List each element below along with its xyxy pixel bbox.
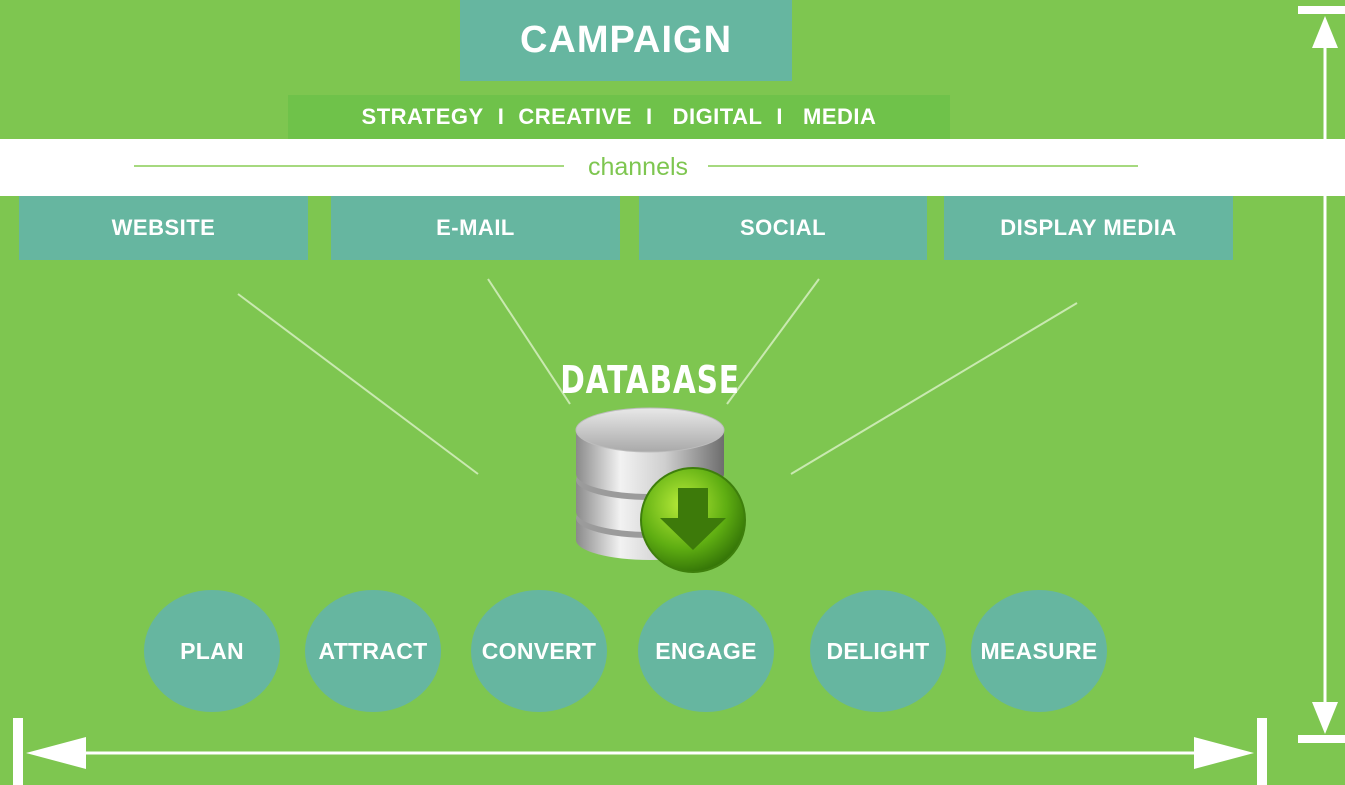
stage-delight: DELIGHT bbox=[810, 590, 946, 712]
channel-display-media: DISPLAY MEDIA bbox=[944, 196, 1233, 260]
horizontal-arrow bbox=[13, 718, 1267, 785]
service-media: MEDIA bbox=[803, 104, 877, 129]
channel-social: SOCIAL bbox=[639, 196, 927, 260]
database-download-icon bbox=[575, 407, 746, 573]
channel-website: WEBSITE bbox=[19, 196, 308, 260]
channel-email: E-MAIL bbox=[331, 196, 620, 260]
service-separator: I bbox=[645, 104, 653, 129]
stage-attract: ATTRACT bbox=[305, 590, 441, 712]
service-digital: DIGITAL bbox=[672, 104, 763, 129]
channels-rule-left bbox=[134, 165, 564, 167]
service-separator: I bbox=[497, 104, 505, 129]
stage-measure: MEASURE bbox=[971, 590, 1107, 712]
database-label: DATABASE bbox=[560, 358, 740, 402]
stage-engage: ENGAGE bbox=[638, 590, 774, 712]
vertical-arrow bbox=[1298, 6, 1345, 743]
service-separator: I bbox=[776, 104, 784, 129]
services-bar: STRATEGY I CREATIVE I DIGITAL I MEDIA bbox=[288, 95, 950, 139]
channels-label: channels bbox=[587, 152, 689, 181]
channels-rule-right bbox=[708, 165, 1138, 167]
service-strategy: STRATEGY bbox=[361, 104, 484, 129]
channels-band: channels bbox=[0, 139, 1345, 196]
service-creative: CREATIVE bbox=[518, 104, 632, 129]
stage-convert: CONVERT bbox=[471, 590, 607, 712]
stage-plan: PLAN bbox=[144, 590, 280, 712]
campaign-title: CAMPAIGN bbox=[460, 0, 792, 81]
